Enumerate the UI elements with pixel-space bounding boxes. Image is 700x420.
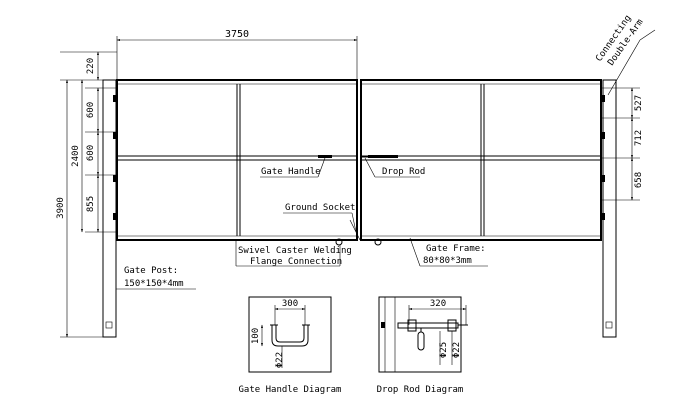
- right-gate-post: [602, 79, 617, 338]
- svg-text:320: 320: [430, 299, 446, 309]
- svg-text:Gate Frame:: Gate Frame:: [426, 244, 486, 254]
- svg-text:Swivel Caster Welding: Swivel Caster Welding: [238, 246, 352, 256]
- gate-post-callout: Gate Post: 150*150*4mm: [116, 266, 196, 290]
- svg-text:220: 220: [86, 58, 96, 74]
- left-gate-post: [102, 79, 117, 338]
- right-dimension-chain: 527 712 658: [601, 87, 644, 201]
- svg-text:600: 600: [86, 145, 96, 161]
- svg-text:3900: 3900: [56, 197, 66, 219]
- svg-text:Φ22: Φ22: [275, 352, 285, 368]
- svg-text:80*80*3mm: 80*80*3mm: [423, 256, 472, 266]
- svg-text:2400: 2400: [71, 145, 81, 167]
- drop-rod-diagram-caption: Drop Rod Diagram: [377, 385, 464, 395]
- dim-3750: 3750: [116, 29, 358, 80]
- svg-text:658: 658: [634, 172, 644, 188]
- svg-text:150*150*4mm: 150*150*4mm: [124, 279, 184, 289]
- svg-text:Ground Socket: Ground Socket: [285, 203, 355, 213]
- svg-text:855: 855: [86, 196, 96, 212]
- swivel-caster-callout: Swivel Caster Welding Flange Connection: [235, 240, 352, 267]
- gate-frame-callout: Gate Frame: 80*80*3mm: [409, 237, 488, 267]
- svg-text:Φ25: Φ25: [439, 342, 449, 358]
- svg-text:100: 100: [251, 328, 261, 344]
- ground-socket-callout: Ground Socket: [283, 203, 357, 233]
- svg-text:527: 527: [634, 95, 644, 111]
- gate-handle: [318, 155, 332, 158]
- svg-text:712: 712: [634, 130, 644, 146]
- svg-text:Gate Handle: Gate Handle: [261, 167, 321, 177]
- svg-text:300: 300: [282, 299, 298, 309]
- drop-rod-callout: Drop Rod: [364, 157, 425, 178]
- svg-text:3750: 3750: [225, 29, 249, 40]
- drop-rod-diagram: 320 Φ25 Φ22 Drop Rod Diagram: [377, 296, 468, 395]
- svg-text:600: 600: [86, 102, 96, 118]
- svg-text:Gate Post:: Gate Post:: [124, 266, 178, 276]
- svg-text:Drop Rod: Drop Rod: [382, 167, 425, 177]
- swivel-casters: [335, 238, 382, 246]
- svg-text:Φ22: Φ22: [452, 342, 462, 358]
- left-dimension-chain: 220 600 600 855 2400 3900: [56, 51, 117, 338]
- left-gate-leaf: [116, 79, 358, 241]
- gate-handle-diagram: 300 100 Φ22 Gate Handle Diagram: [239, 296, 342, 395]
- drop-rod: [360, 155, 398, 158]
- svg-text:Flange Connection: Flange Connection: [250, 257, 342, 267]
- ground-socket: [349, 219, 361, 241]
- right-gate-leaf: [360, 79, 602, 241]
- gate-handle-diagram-caption: Gate Handle Diagram: [239, 385, 342, 395]
- hinges: [113, 95, 605, 220]
- gate-handle-callout: Gate Handle: [260, 157, 326, 178]
